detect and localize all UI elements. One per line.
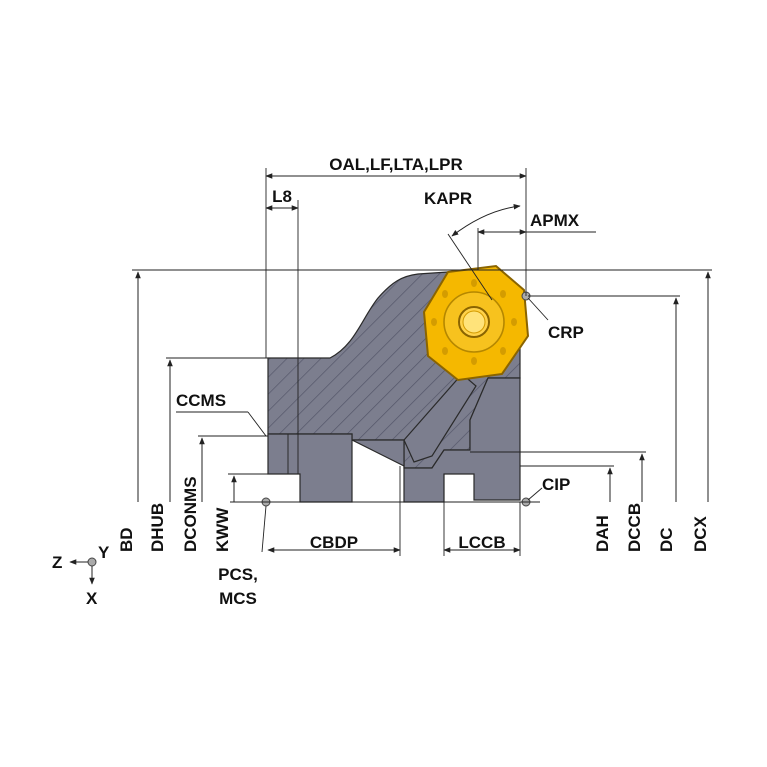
label-l8: L8 — [272, 187, 292, 206]
label-apmx: APMX — [530, 211, 580, 230]
label-dah: DAH — [593, 515, 612, 552]
label-cbdp: CBDP — [310, 533, 358, 552]
label-kww: KWW — [213, 507, 232, 552]
label-mcs: MCS — [219, 589, 257, 608]
coolant-channel — [403, 373, 477, 463]
insert-notches — [431, 279, 517, 365]
label-dhub: DHUB — [148, 503, 167, 552]
label-dc: DC — [657, 527, 676, 552]
axes-symbol — [69, 557, 97, 585]
label-dcx: DCX — [691, 515, 710, 552]
insert — [422, 264, 530, 382]
label-bd: BD — [117, 527, 136, 552]
insert-hole-inner — [462, 310, 486, 334]
kapr-arc — [451, 203, 521, 237]
label-kapr: KAPR — [424, 189, 472, 208]
axes-origin — [87, 557, 97, 567]
label-pcs: PCS, — [218, 565, 258, 584]
label-ccms: CCMS — [176, 391, 226, 410]
label-lccb: LCCB — [458, 533, 505, 552]
label-axis-y: Y — [98, 543, 110, 562]
label-dccb: DCCB — [625, 503, 644, 552]
label-cip: CIP — [542, 475, 570, 494]
labels: OAL,LF,LTA,LPR L8 KAPR APMX CRP CCMS CIP… — [52, 155, 710, 608]
label-axis-z: Z — [52, 553, 62, 572]
dimensions — [132, 168, 712, 556]
label-axis-x: X — [86, 589, 98, 608]
label-dconms: DCONMS — [181, 476, 200, 552]
label-oal: OAL,LF,LTA,LPR — [329, 155, 462, 174]
label-crp: CRP — [548, 323, 584, 342]
